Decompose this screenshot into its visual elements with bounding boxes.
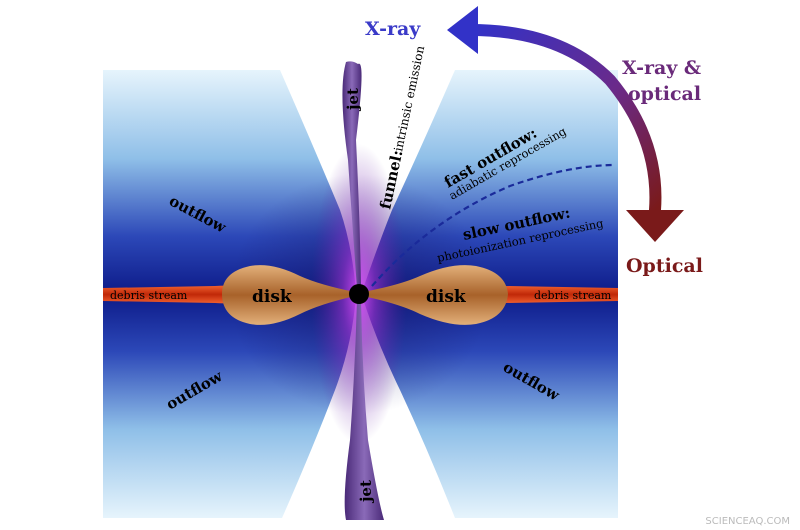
disk-right	[363, 265, 508, 325]
label-debris-stream-right: debris stream	[534, 289, 612, 302]
label-jet-bottom: jet	[357, 480, 375, 504]
jet-top	[342, 61, 362, 289]
label-xray-optical-2: optical	[628, 83, 701, 105]
label-disk-left: disk	[252, 287, 293, 307]
debris-stream-left	[103, 285, 245, 304]
arrow-head-xray	[447, 6, 478, 54]
label-debris-stream-left: debris stream	[110, 289, 188, 302]
arrow-head-optical	[626, 210, 684, 242]
label-disk-right: disk	[426, 287, 467, 307]
debris-stream-right	[472, 285, 618, 304]
label-optical: Optical	[626, 255, 703, 277]
label-xray: X-ray	[365, 18, 421, 40]
label-jet-top: jet	[344, 88, 362, 112]
black-hole	[349, 284, 369, 304]
watermark: SCIENCEAQ.COM	[705, 516, 790, 527]
viewing-angle-arrow	[464, 24, 662, 216]
label-funnel-desc: intrinsic emission	[391, 44, 427, 152]
disk-left	[222, 265, 355, 325]
jet-bottom	[344, 300, 384, 520]
outflow-boundary-dashed	[371, 163, 616, 287]
label-xray-optical-1: X-ray &	[622, 57, 701, 79]
